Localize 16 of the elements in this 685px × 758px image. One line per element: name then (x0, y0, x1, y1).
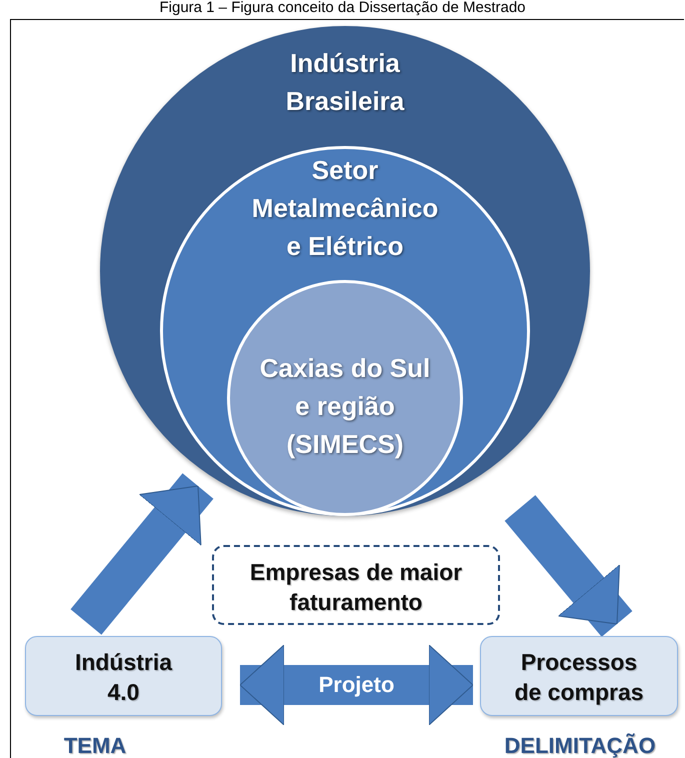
rounded-box (480, 636, 678, 716)
edge-label: Projeto (318, 671, 396, 699)
node-label: Processos de compras (513, 648, 645, 707)
caption-label: DELIMITAÇÃO (503, 733, 657, 758)
node-label: Indústria 4.0 (74, 648, 174, 707)
node-label: Indústria Brasileira (284, 47, 406, 118)
node-label: Caxias do Sul e região (SIMECS) (258, 352, 432, 461)
block-arrow (70, 473, 214, 635)
node-label: Setor Metalmecânico e Elétrico (250, 154, 440, 263)
node-label: Empresas de maior faturamento (248, 558, 464, 617)
caption-label: TEMA (62, 733, 128, 758)
block-arrow (504, 495, 632, 637)
rounded-box (25, 636, 222, 716)
dashed-box (212, 545, 500, 625)
figure-title: Figura 1 – Figura conceito da Dissertação de Mestrado (158, 0, 527, 16)
block-arrow (240, 644, 474, 726)
